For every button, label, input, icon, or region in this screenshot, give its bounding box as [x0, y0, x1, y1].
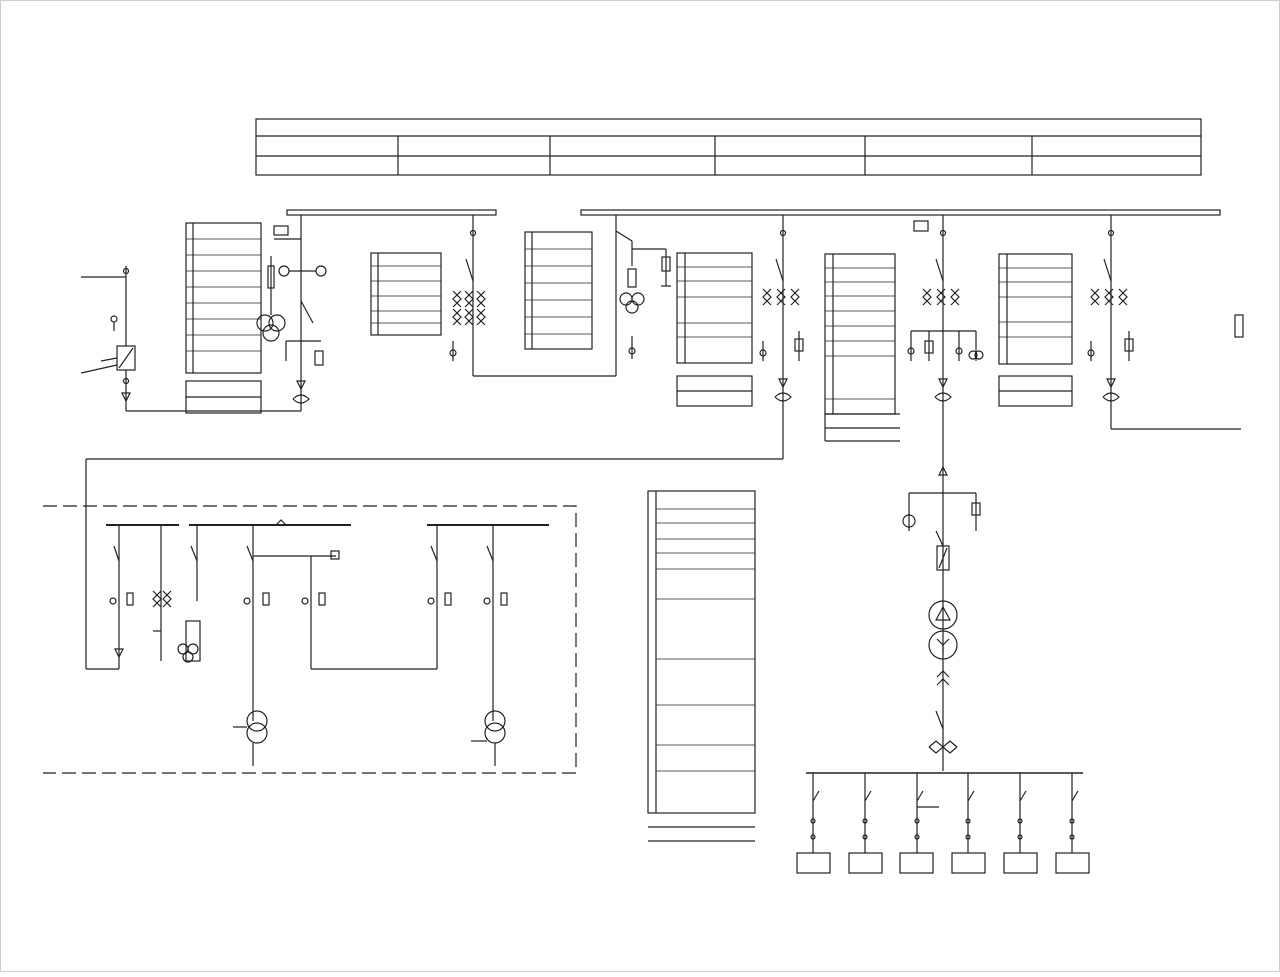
- feeder-3: [824, 215, 984, 771]
- incoming-cabinet: [80, 215, 327, 414]
- hv-busbars: [286, 209, 1221, 216]
- feeder-4: [998, 215, 1244, 430]
- lv-panel-3: [899, 852, 934, 874]
- lv-panel-6: [1055, 852, 1090, 874]
- lv-panel-1: [796, 852, 831, 874]
- header-table: [255, 118, 1202, 176]
- feeder-2: [85, 215, 804, 669]
- lv-distribution: [796, 772, 1090, 874]
- lower-substation: [43, 505, 577, 774]
- transformer-spec-table: [647, 490, 756, 842]
- lv-panel-5: [1003, 852, 1038, 874]
- lv-panel-4: [951, 852, 986, 874]
- pt-cabinet: [524, 215, 671, 376]
- feeder-1: [370, 215, 616, 377]
- lv-panel-2: [848, 852, 883, 874]
